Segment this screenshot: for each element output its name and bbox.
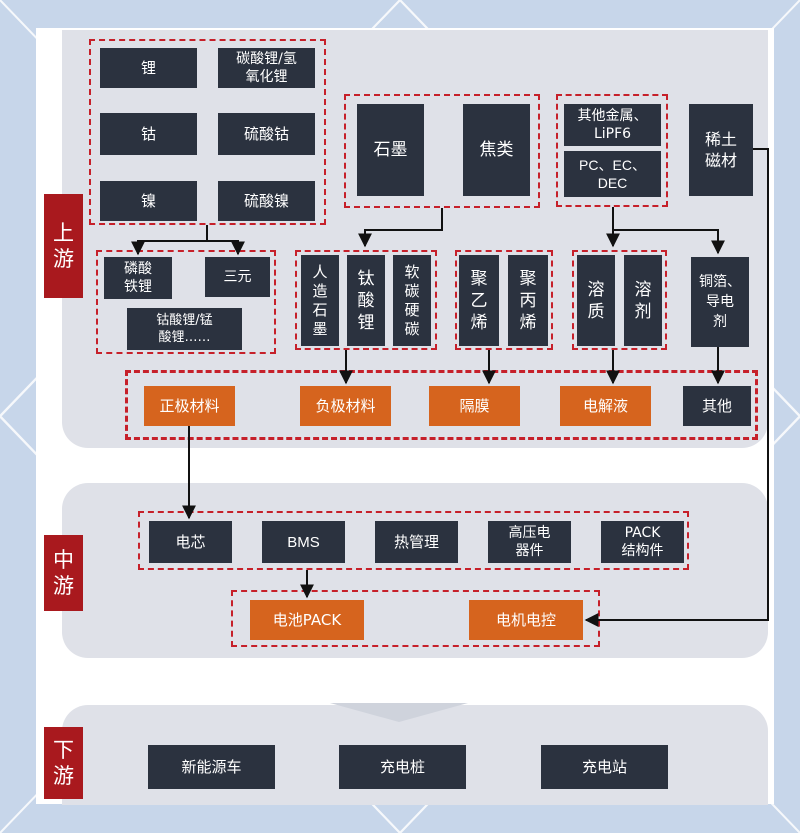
box-rare-earth: 稀土 磁材 [689,104,753,196]
box-solute: 溶 质 [577,255,615,346]
box-thermal-management: 热管理 [375,521,458,563]
box-new-energy-vehicle: 新能源车 [148,745,275,789]
box-hv-device: 高压电 器件 [488,521,571,563]
box-lco-lmo: 钴酸锂/锰 酸锂…… [127,308,242,350]
box-artificial-graphite: 人 造 石 墨 [301,255,339,346]
box-battery-pack: 电池PACK [250,600,364,640]
box-solvent: 溶 剂 [624,255,662,346]
box-separator: 隔膜 [429,386,520,426]
box-polypropylene: 聚 丙 烯 [508,255,548,346]
box-charging-station: 充电站 [541,745,668,789]
box-coke: 焦类 [463,104,530,196]
stage-label-upstream: 上 游 [44,194,83,298]
box-electrolyte: 电解液 [560,386,651,426]
box-pack-structure: PACK 结构件 [601,521,684,563]
group-separator-types [455,250,553,350]
box-lfp: 磷酸 铁锂 [104,257,172,299]
box-charging-pile: 充电桩 [339,745,466,789]
box-cathode-material: 正极材料 [144,386,235,426]
group-raw-metals [89,39,326,225]
box-ternary: 三元 [205,257,270,297]
box-motor-control: 电机电控 [469,600,583,640]
box-nickel: 镍 [100,181,197,221]
box-cobalt-sulfate: 硫酸钴 [218,113,315,155]
box-anode-material: 负极材料 [300,386,391,426]
box-battery-cell: 电芯 [149,521,232,563]
box-polyethylene: 聚 乙 烯 [459,255,499,346]
box-cobalt: 钴 [100,113,197,155]
box-other: 其他 [683,386,751,426]
stage-label-midstream: 中 游 [44,535,83,611]
box-other-metals: 其他金属、 LiPF6 [564,104,661,146]
box-nickel-sulfate: 硫酸镍 [218,181,315,221]
box-solvents: PC、EC、 DEC [564,151,661,197]
group-anode-types [295,250,437,350]
group-anode-raw [344,94,540,208]
box-copper-foil: 铜箔、 导电 剂 [691,257,749,347]
box-lithium: 锂 [100,48,197,88]
box-bms: BMS [262,521,345,563]
stage-label-downstream: 下 游 [44,727,83,799]
box-lithium-carbonate: 碳酸锂/氢 氧化锂 [218,48,315,88]
box-graphite: 石墨 [357,104,424,196]
box-lithium-titanate: 钛 酸 锂 [347,255,385,346]
box-soft-hard-carbon: 软 碳 硬 碳 [393,255,431,346]
